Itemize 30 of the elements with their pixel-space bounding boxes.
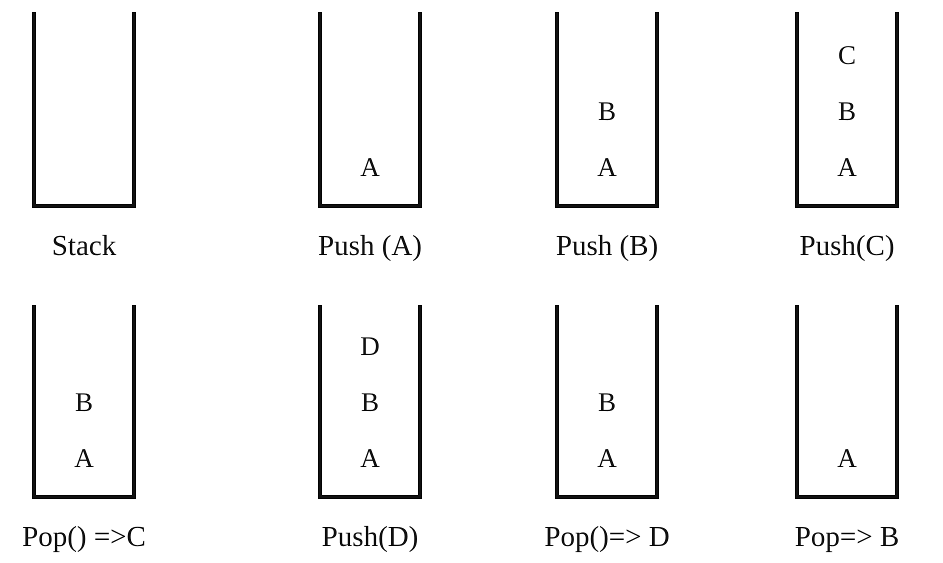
- stack-container: [318, 305, 422, 499]
- stack-item: A: [837, 443, 857, 473]
- stack-item: D: [360, 331, 380, 361]
- stack-item: B: [74, 387, 93, 417]
- stack-item: B: [838, 96, 856, 126]
- node-label: Pop() =>C: [22, 521, 146, 554]
- node-label: Push (A): [318, 230, 422, 263]
- stack-item: A: [360, 152, 380, 182]
- stack-container: [555, 12, 659, 208]
- stack-item: B: [360, 387, 379, 417]
- stack-container: [555, 305, 659, 499]
- node-label: Pop=> B: [794, 521, 900, 554]
- stack-item: A: [597, 443, 617, 473]
- stack-item: A: [597, 152, 617, 182]
- stack-item: C: [838, 40, 856, 70]
- stack-container: [318, 12, 422, 208]
- stack-container: [32, 12, 136, 208]
- stack-container: [32, 305, 136, 499]
- node-label: Pop()=> D: [544, 521, 670, 554]
- node-label: Push (B): [556, 230, 658, 263]
- stack-item: A: [360, 443, 380, 473]
- stack-item: A: [74, 443, 94, 473]
- stack-item: B: [598, 96, 616, 126]
- node-label: Push(C): [799, 230, 895, 263]
- node-label: Stack: [52, 230, 116, 263]
- stack-item: B: [598, 387, 616, 417]
- stack-container: [795, 305, 899, 499]
- node-label: Push(D): [322, 521, 418, 554]
- stack-container: [795, 12, 899, 208]
- stack-item: A: [837, 152, 857, 182]
